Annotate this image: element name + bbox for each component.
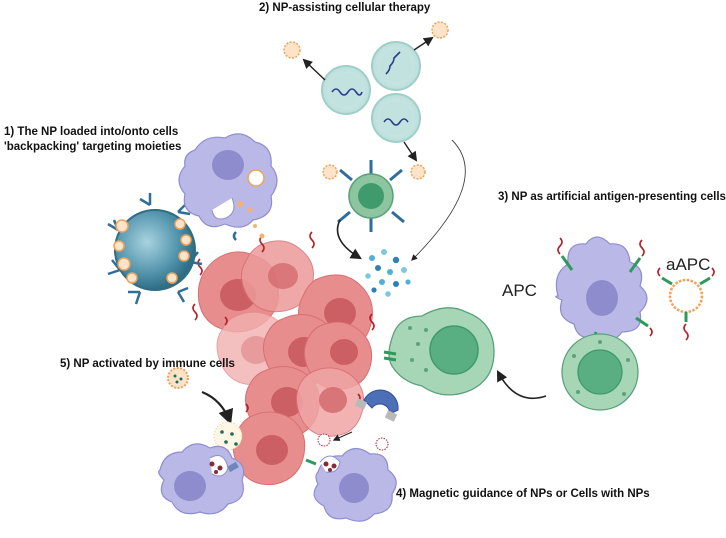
label-magnetic-guidance: 4) Magnetic guidance of NPs or Cells wit…	[396, 488, 650, 500]
tumor-cluster	[192, 231, 375, 486]
nanoparticle-group	[113, 218, 192, 284]
macrophage-with-nanoparticles	[178, 133, 278, 241]
t-cell-with-dna	[321, 65, 371, 115]
magnetic-np-group	[317, 431, 389, 451]
tumor-antigen-marks	[192, 231, 375, 413]
label-cellular-therapy: 2) NP-assisting cellular therapy	[259, 2, 431, 14]
green-t-cell	[561, 333, 639, 411]
nanoparticle-group	[283, 21, 449, 180]
label-backpacking-line1: 1) The NP loaded into/onto cells	[4, 126, 179, 138]
engineered-t-cell	[337, 160, 405, 232]
label-activated-immune: 5) NP activated by immune cells	[60, 358, 235, 370]
t-cell-with-dna	[371, 41, 421, 91]
label-backpacking-line2: 'backpacking' targeting moieties	[4, 141, 182, 153]
aapc-nanoparticle	[657, 267, 715, 341]
green-t-cell-attacking	[383, 307, 495, 396]
activated-np-group	[167, 367, 243, 451]
tumor-cell	[241, 240, 314, 313]
macrophage-bottom-left	[158, 443, 245, 515]
cellular-therapy-group	[283, 21, 466, 297]
backpacking-immune-cell	[107, 193, 203, 305]
tumor-cell	[232, 411, 306, 486]
released-particles	[365, 249, 411, 297]
label-apc: APC	[502, 281, 537, 300]
t-cell-with-dna	[371, 93, 421, 143]
magnet-icon	[354, 389, 399, 422]
tumor-cell	[296, 367, 365, 437]
macrophage-bottom-right	[305, 447, 397, 522]
label-aapc: aAPC	[666, 255, 711, 274]
label-artificial-apc: 3) NP as artificial antigen-presenting c…	[498, 191, 726, 203]
